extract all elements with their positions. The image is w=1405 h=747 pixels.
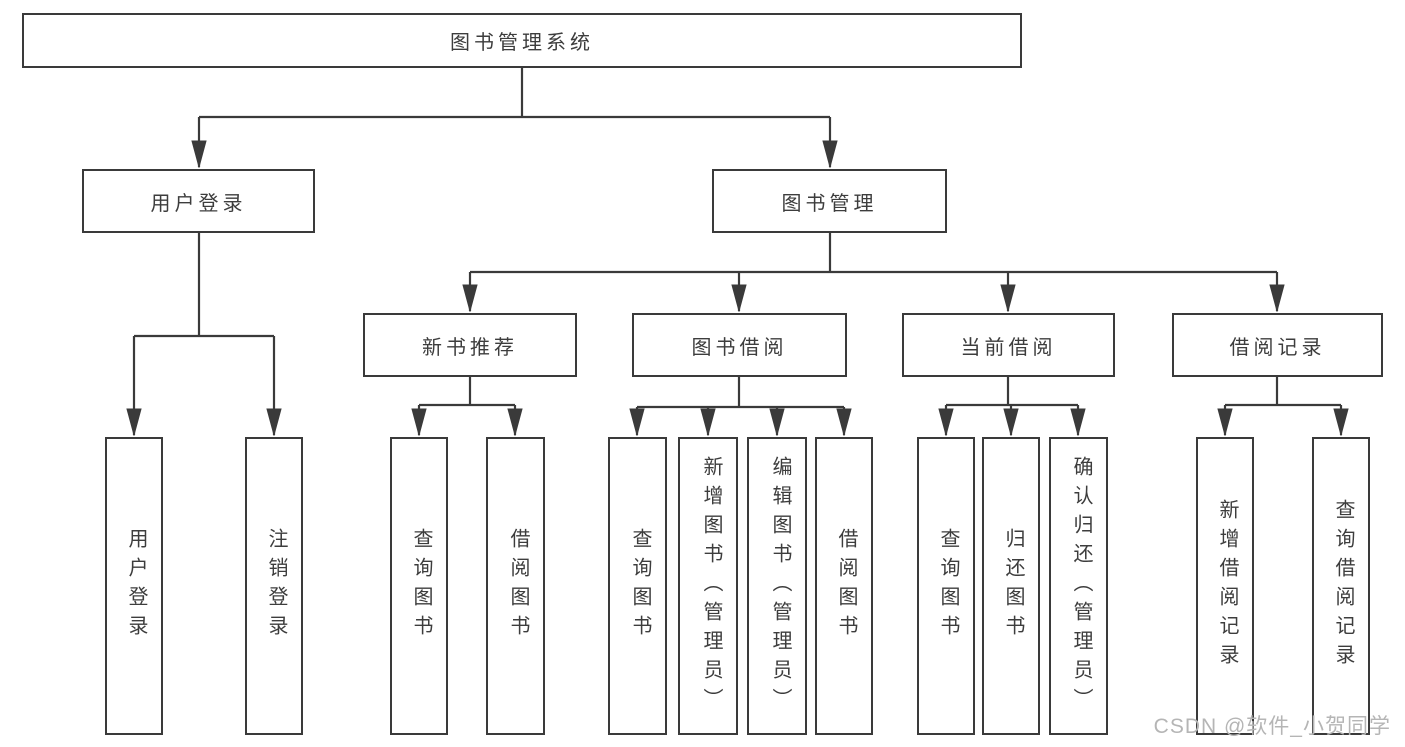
connector-bookborrow-split bbox=[637, 377, 844, 409]
leaf-add-book-admin: 新增图书（管理员） bbox=[678, 437, 738, 735]
leaf-logout: 注销登录 bbox=[245, 437, 303, 735]
connector-currentborrow-split bbox=[946, 377, 1078, 407]
node-user-login: 用户登录 bbox=[82, 169, 315, 233]
leaf-user-login: 用户登录 bbox=[105, 437, 163, 735]
connector-records-split bbox=[1225, 377, 1341, 407]
leaf-query-books-borrow: 查询图书 bbox=[608, 437, 667, 735]
node-library-management-system: 图书管理系统 bbox=[22, 13, 1022, 68]
connector-newbooks-split bbox=[419, 377, 515, 407]
leaf-return-books: 归还图书 bbox=[982, 437, 1040, 735]
leaf-query-books-recommend: 查询图书 bbox=[390, 437, 448, 735]
connector-bookmgmt-split bbox=[470, 233, 1277, 274]
leaf-query-borrow-record: 查询借阅记录 bbox=[1312, 437, 1370, 735]
csdn-watermark: CSDN @软件_小贺同学 bbox=[1153, 715, 1391, 738]
node-new-book-recommendation: 新书推荐 bbox=[363, 313, 577, 377]
node-book-borrowing: 图书借阅 bbox=[632, 313, 847, 377]
connector-userlogin-split bbox=[134, 233, 274, 338]
connector-root-split bbox=[199, 68, 830, 119]
leaf-query-books-current: 查询图书 bbox=[917, 437, 975, 735]
leaf-confirm-return-admin: 确认归还（管理员） bbox=[1049, 437, 1108, 735]
leaf-edit-book-admin: 编辑图书（管理员） bbox=[747, 437, 807, 735]
leaf-borrow-books-recommend: 借阅图书 bbox=[486, 437, 545, 735]
leaf-add-borrow-record: 新增借阅记录 bbox=[1196, 437, 1254, 735]
node-book-management: 图书管理 bbox=[712, 169, 947, 233]
leaf-borrow-books: 借阅图书 bbox=[815, 437, 873, 735]
node-borrowing-records: 借阅记录 bbox=[1172, 313, 1383, 377]
node-current-borrowing: 当前借阅 bbox=[902, 313, 1115, 377]
